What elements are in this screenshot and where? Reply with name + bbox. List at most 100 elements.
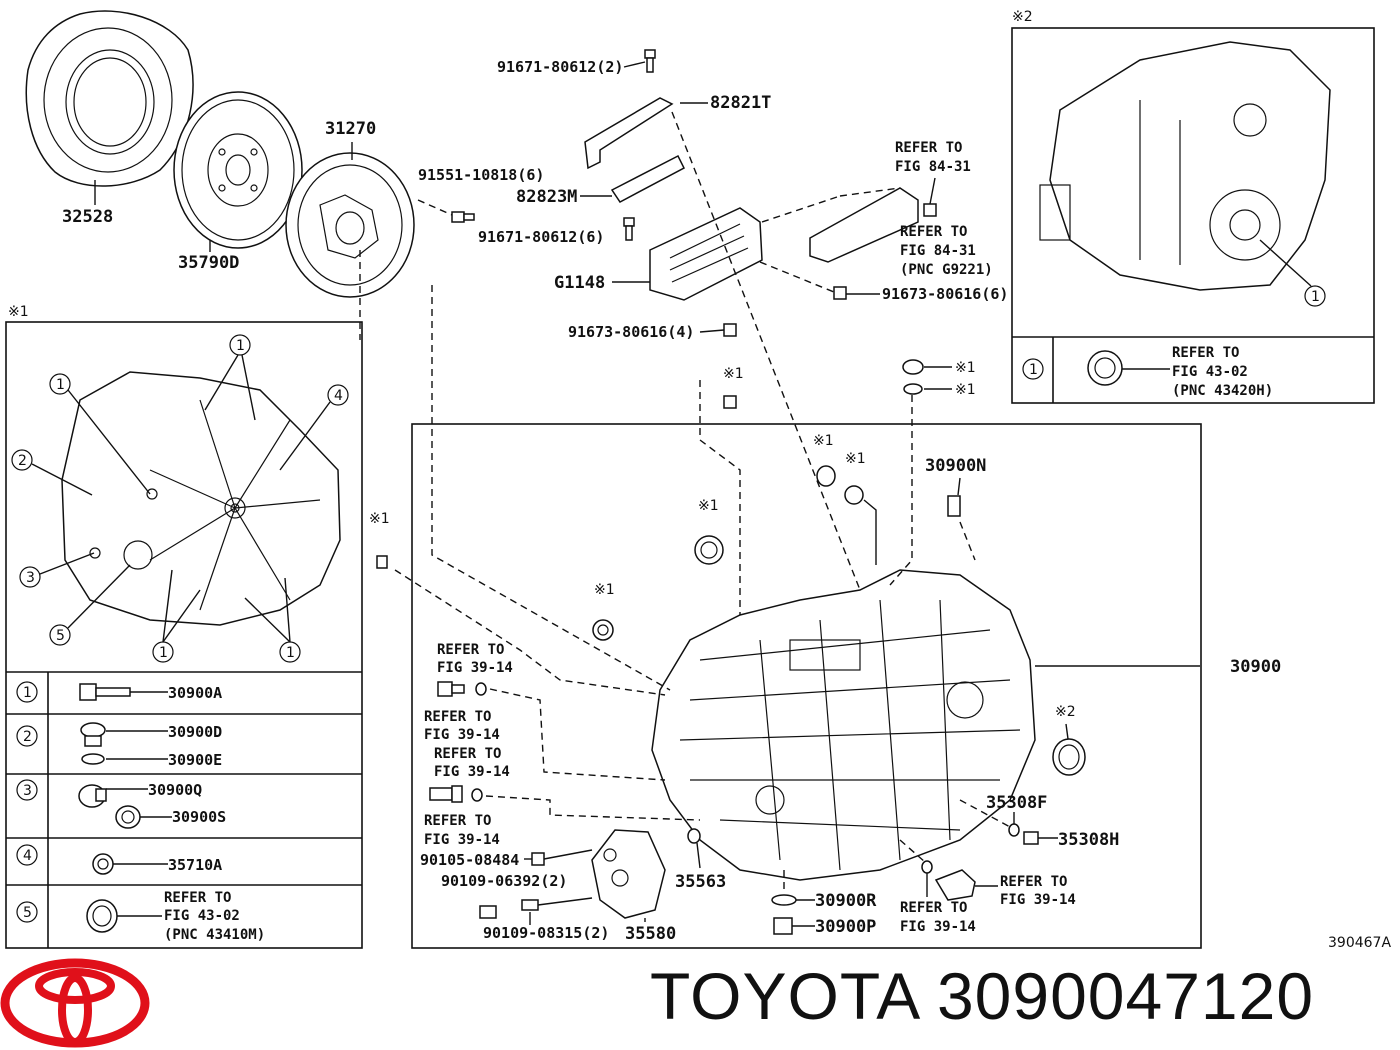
refer-84-31-a-line2: FIG 84-31 — [895, 159, 971, 175]
label-82823M: 82823M — [516, 187, 577, 207]
label-35308H: 35308H — [1058, 830, 1119, 850]
label-30900E: 30900E — [168, 751, 222, 769]
box-main — [411, 423, 1202, 949]
bolt-note1-icon — [723, 395, 737, 409]
bracket-82821T — [584, 97, 674, 170]
svg-text:1: 1 — [56, 377, 65, 393]
row-3: 3 30900Q 30900S — [16, 779, 226, 829]
svg-text:1: 1 — [159, 645, 168, 661]
label-91551: 91551-10818(6) — [418, 166, 544, 184]
toyota-logo-icon — [0, 958, 150, 1048]
label-91671-top: 91671-80612(2) — [497, 58, 623, 76]
callouts-note1: 1 1 4 2 3 5 1 1 — [11, 334, 349, 663]
note2-box-mark: ※2 — [1012, 9, 1033, 25]
label-35710A: 35710A — [168, 856, 222, 874]
refer-39-14-d-line1: REFER TO — [424, 813, 491, 829]
bolt-note1-e-icon — [376, 555, 388, 569]
refer-84-31-a-line1: REFER TO — [895, 140, 962, 156]
label-90105: 90105-08484 — [420, 851, 519, 869]
row-note2: 1 REFER TO FIG 43-02 (PNC 43420H) — [1022, 345, 1273, 399]
sensor-30900N-icon — [947, 495, 961, 517]
bolt-91673-right-icon — [833, 286, 847, 300]
label-30900N: 30900N — [925, 456, 986, 476]
brand-name: TOYOTA — [650, 959, 918, 1033]
bolt-ecu-icon — [923, 203, 937, 217]
label-35563: 35563 — [675, 872, 726, 892]
refer-39-14-f-line1: REFER TO — [1000, 874, 1067, 890]
mark-note1-plug: ※1 — [955, 360, 976, 376]
refer-43-02-m-line2: FIG 43-02 — [164, 908, 240, 924]
brand-title: TOYOTA 3090047120 — [650, 958, 1314, 1034]
fitting-right-icon — [934, 869, 976, 901]
box-note1 — [5, 321, 363, 949]
refer-43-02-m-line3: (PNC 43410M) — [164, 927, 265, 943]
row-1: 1 30900A — [16, 681, 222, 703]
refer-39-14-f-line2: FIG 39-14 — [1000, 892, 1076, 908]
label-91673-left: 91673-80616(4) — [568, 323, 694, 341]
bolt-90105-icon — [531, 852, 545, 866]
mark-note1-c: ※1 — [698, 498, 719, 514]
refer-39-14-e-line2: FIG 39-14 — [900, 919, 976, 935]
label-32528: 32528 — [62, 207, 113, 227]
bolt-90109b-icon — [521, 899, 539, 911]
seal-note2-icon — [1052, 738, 1086, 776]
svg-text:4: 4 — [23, 848, 32, 864]
refer-39-14-b-line2: FIG 39-14 — [424, 727, 500, 743]
label-90109b: 90109-08315(2) — [483, 924, 609, 942]
svg-text:1: 1 — [23, 685, 32, 701]
refer-84-31-b-line1: REFER TO — [900, 224, 967, 240]
label-82821T: 82821T — [710, 93, 771, 113]
note1-box-mark: ※1 — [8, 304, 29, 320]
switch-35580 — [591, 829, 666, 919]
refer-43-02-m-line1: REFER TO — [164, 890, 231, 906]
mark-note1-washer: ※1 — [955, 382, 976, 398]
flywheel-35790D — [173, 91, 303, 249]
label-G1148: G1148 — [554, 273, 605, 293]
label-30900P: 30900P — [815, 917, 876, 937]
refer-39-14-b-line1: REFER TO — [424, 709, 491, 725]
oring-35563-icon — [687, 828, 701, 844]
row-2: 2 30900D 30900E — [16, 722, 222, 769]
refer-43-02-h-line1: REFER TO — [1172, 345, 1239, 361]
label-30900R: 30900R — [815, 891, 877, 911]
bolt-91551-icon — [451, 211, 475, 223]
box-note2 — [1011, 27, 1375, 404]
refer-39-14-e-line1: REFER TO — [900, 900, 967, 916]
label-30900: 30900 — [1230, 657, 1281, 677]
row-4: 4 35710A — [16, 844, 222, 875]
refer-43-02-h-line3: (PNC 43420H) — [1172, 383, 1273, 399]
refer-39-14-a-line1: REFER TO — [437, 642, 504, 658]
svg-text:2: 2 — [23, 729, 32, 745]
washer-icon — [903, 383, 923, 395]
label-30900Q: 30900Q — [148, 781, 202, 799]
bracket-82823M — [610, 154, 685, 203]
label-30900A: 30900A — [168, 684, 222, 702]
svg-text:1: 1 — [1029, 362, 1038, 378]
bolt-91671-mid-icon — [623, 217, 635, 241]
module-G1148 — [649, 207, 763, 301]
case-view-note1 — [61, 371, 341, 626]
label-35790D: 35790D — [178, 253, 239, 273]
transaxle-case-30900 — [651, 569, 1036, 881]
svg-text:5: 5 — [23, 905, 32, 921]
plug-35308H-icon — [1023, 831, 1039, 845]
ring-note1-icon — [844, 485, 864, 505]
svg-text:2: 2 — [18, 453, 27, 469]
bolt-91671-top-icon — [644, 49, 656, 73]
svg-text:3: 3 — [26, 570, 35, 586]
label-91673-right: 91673-80616(6) — [882, 285, 1008, 303]
mark-note1-bolt: ※1 — [723, 366, 744, 382]
ring-note1-d-icon — [592, 619, 614, 641]
svg-text:1: 1 — [286, 645, 295, 661]
mark-note2-seal: ※2 — [1055, 704, 1076, 720]
gasket-32528 — [25, 10, 194, 187]
mark-note1-a: ※1 — [813, 433, 834, 449]
label-30900S: 30900S — [172, 808, 226, 826]
refer-39-14-c-line2: FIG 39-14 — [434, 764, 510, 780]
svg-text:1: 1 — [236, 338, 245, 354]
label-91671-mid: 91671-80612(6) — [478, 228, 604, 246]
bolt-91673-left-icon — [723, 323, 737, 337]
refer-39-14-a-line2: FIG 39-14 — [437, 660, 513, 676]
diagram-code: 390467A — [1328, 935, 1391, 951]
